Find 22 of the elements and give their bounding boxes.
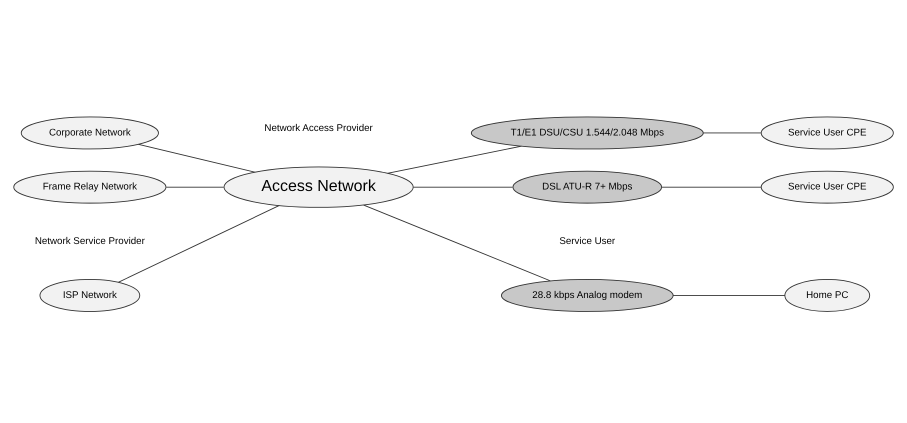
node-ellipse: Home PC [784,278,870,312]
node-ellipse: ISP Network [40,278,140,312]
node-ellipse: Frame Relay Network [13,170,166,204]
node-ellipse: Service User CPE [760,170,894,204]
connector [138,143,256,172]
connector [166,186,224,188]
node-ellipse: Access Network [224,166,414,208]
label: Network Service Provider [34,235,145,246]
node-ellipse: T1/E1 DSU/CSU 1.544/2.048 Mbps [470,116,704,149]
connector [387,145,522,174]
node-ellipse: Corporate Network [20,116,159,149]
node-ellipse: DSL ATU-R 7+ Mbps [512,170,662,204]
label: Network Access Provider [264,122,373,134]
connector [413,186,513,188]
connector [672,294,786,296]
connector [362,204,552,281]
node-ellipse: Service User CPE [760,116,894,149]
connector [661,186,762,188]
node-ellipse: 28.8 kbps Analog modem [500,278,674,312]
connector [118,204,280,282]
label: Service User [559,235,616,246]
connector [703,132,762,133]
